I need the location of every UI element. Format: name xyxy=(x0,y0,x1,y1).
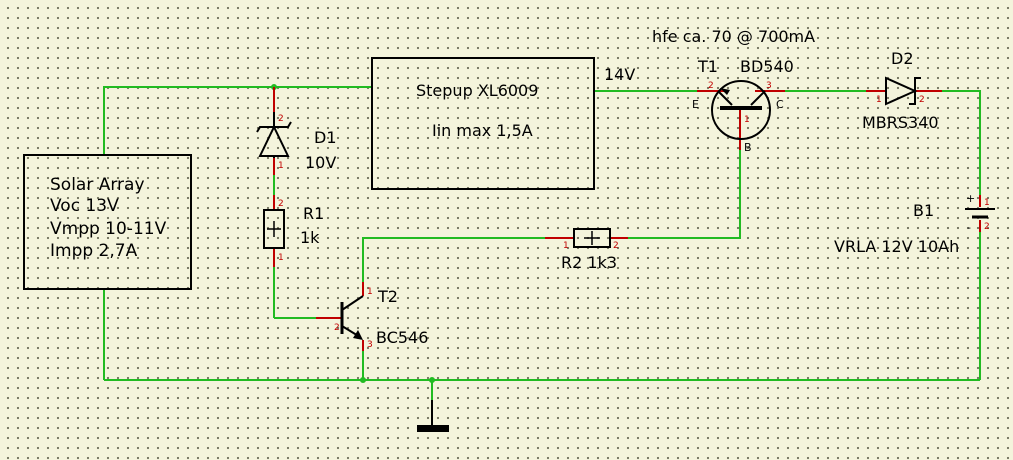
d1-value: 10V xyxy=(305,153,336,172)
stepup-block[interactable]: Stepup XL6009 Iin max 1,5A xyxy=(371,57,595,190)
wire-t2-collector xyxy=(362,237,545,282)
b1-pin1: 1 xyxy=(984,198,990,208)
t1-emitter-arrow xyxy=(720,88,730,95)
r2-pin1: 1 xyxy=(563,241,569,251)
t1-pin-e: E xyxy=(692,98,699,111)
zener-diode-d1[interactable]: 2 1 D1 10V xyxy=(256,87,337,175)
solar-array-line2: Voc 13V xyxy=(50,196,119,216)
d2-triangle xyxy=(885,76,918,106)
ground-symbol[interactable] xyxy=(417,400,449,432)
t2-value: BC546 xyxy=(376,328,428,347)
t2-collector-line xyxy=(341,295,364,311)
t2-ref: T2 xyxy=(377,287,398,306)
schottky-diode-d2[interactable]: 1 2 D2 MBRS340 xyxy=(862,49,942,132)
t1-pin2: 2 xyxy=(708,81,714,91)
t1-emitter-line xyxy=(717,90,733,106)
t1-ref: T1 xyxy=(697,57,718,76)
t1-envelope xyxy=(711,80,771,140)
r2-pin2: 2 xyxy=(613,241,619,251)
t1-pin1: 1 xyxy=(744,115,750,125)
t1-value: BD540 xyxy=(740,57,794,76)
r1-pin1: 1 xyxy=(278,253,284,263)
t1-pin-b: B xyxy=(744,141,752,154)
d2-pin1: 1 xyxy=(876,95,882,105)
r1-ref: R1 xyxy=(303,204,324,223)
d2-value: MBRS340 xyxy=(862,113,939,132)
stepup-line2: Iin max 1,5A xyxy=(432,121,533,140)
junction-dot xyxy=(429,377,435,383)
t2-pin2: 2 xyxy=(334,323,340,333)
r1-body xyxy=(263,209,285,249)
b1-pin2: 2 xyxy=(984,222,990,232)
d2-pin2: 2 xyxy=(919,95,925,105)
b1-minus: - xyxy=(967,221,971,234)
r1-value: 1k xyxy=(300,228,320,247)
b1-value: VRLA 12V 10Ah xyxy=(834,237,959,256)
transistor-t2[interactable]: 1 2 3 T2 BC546 xyxy=(316,282,428,351)
d1-triangle xyxy=(258,124,290,157)
solar-array-block[interactable]: Solar Array Voc 13V Vmpp 10-11V Impp 2,7… xyxy=(23,154,192,290)
t1-pin-c: C xyxy=(776,98,784,111)
wire-r2-t1base xyxy=(628,150,741,239)
t1-pin3: 3 xyxy=(766,81,772,91)
t2-pin3: 3 xyxy=(367,340,373,350)
junction-dot xyxy=(360,377,366,383)
r1-pin2: 2 xyxy=(278,199,284,209)
wire-d2-battery xyxy=(942,90,981,195)
r2-ref: R2 1k3 xyxy=(561,253,617,272)
voltage-label-14v: 14V xyxy=(604,65,635,84)
t1-collector-line xyxy=(750,90,766,106)
resistor-r2[interactable]: 1 2 R2 1k3 xyxy=(545,228,628,272)
d1-ref: D1 xyxy=(314,128,337,147)
b1-plus: + xyxy=(966,192,975,205)
t2-emitter-arrow xyxy=(353,330,363,340)
solar-array-line1: Solar Array xyxy=(50,175,145,195)
hfe-note: hfe ca. 70 @ 700mA xyxy=(652,27,815,46)
resistor-r1[interactable]: 2 1 R1 1k xyxy=(263,195,324,267)
b1-ref: B1 xyxy=(913,201,934,220)
wire-solar-top xyxy=(103,86,372,155)
d2-bar xyxy=(909,77,921,105)
d1-pin1: 1 xyxy=(278,161,284,171)
stepup-box xyxy=(371,57,595,190)
r2-body xyxy=(573,228,611,248)
battery-b1[interactable]: + - 1 2 B1 VRLA 12V 10Ah xyxy=(834,192,995,256)
solar-array-line3: Vmpp 10-11V xyxy=(50,219,167,239)
t2-pin1: 1 xyxy=(367,287,373,297)
solar-array-box xyxy=(23,154,192,290)
d2-ref: D2 xyxy=(891,49,914,68)
d1-pin2: 2 xyxy=(278,114,284,124)
transistor-t1[interactable]: 2 3 1 E C B T1 BD540 xyxy=(692,57,794,154)
stepup-line1: Stepup XL6009 xyxy=(416,81,538,100)
ground-bar xyxy=(417,425,449,432)
solar-array-line4: Impp 2,7A xyxy=(50,241,138,261)
